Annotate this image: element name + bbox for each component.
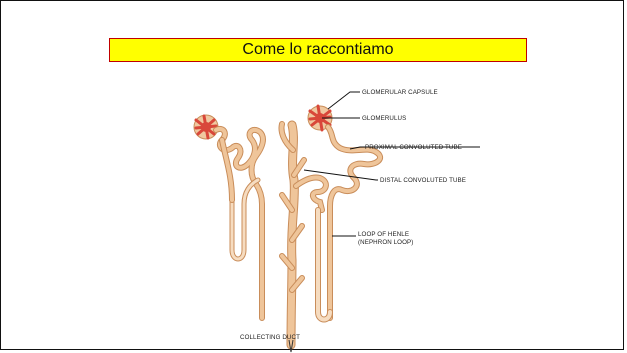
label-loop-line1: LOOP OF HENLE [358,231,409,238]
label-glomerulus: GLOMERULUS [362,115,406,122]
leader-glomerular-capsule [328,92,360,109]
label-loop-line2: (NEPHRON LOOP) [358,239,413,246]
diagram-labels: GLOMERULAR CAPSULE GLOMERULUS PROXIMAL C… [240,89,466,341]
label-proximal-tube: PROXIMAL CONVOLUTED TUBE [365,144,462,151]
label-glomerular-capsule: GLOMERULAR CAPSULE [362,89,438,96]
right-nephron [296,106,380,320]
collecting-duct [281,124,304,352]
label-distal-tube: DISTAL CONVOLUTED TUBE [380,177,466,184]
left-nephron [194,115,263,318]
left-renal-corpuscle [194,115,218,139]
right-proximal-tubule [328,127,380,318]
label-collecting-duct: COLLECTING DUCT [240,334,300,341]
